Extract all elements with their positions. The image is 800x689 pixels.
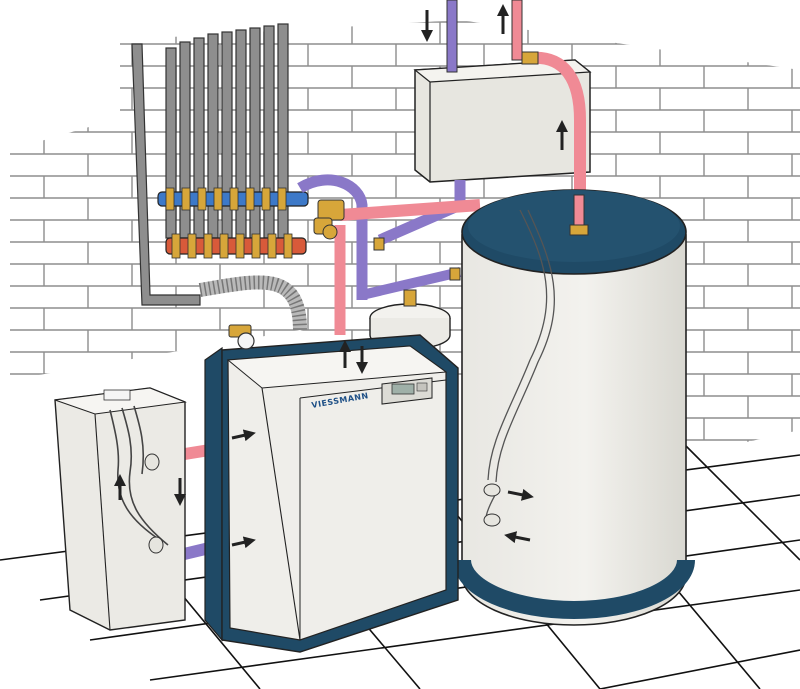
mixing-valves xyxy=(228,51,539,338)
underfloor-heating-manifold xyxy=(131,23,309,306)
control-panel xyxy=(381,377,433,405)
heat-pump-unit: VIESSMANN xyxy=(204,332,459,653)
flexible-duct xyxy=(198,275,307,331)
ground-source-brine-module xyxy=(54,387,187,631)
hot-water-storage-cylinder xyxy=(453,189,695,626)
electrical-junction-box xyxy=(413,0,592,183)
flow-direction-arrows xyxy=(114,3,568,549)
pressure-gauge-icon xyxy=(237,332,255,350)
